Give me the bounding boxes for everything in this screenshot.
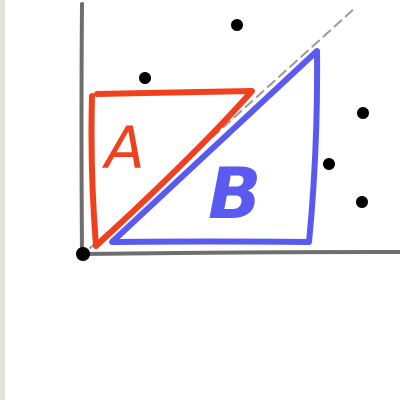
region-a-outline [88,88,255,249]
page-edge-strip [0,0,5,400]
scatter-point [323,158,335,170]
region-b-outline [109,48,321,245]
scatter-point [231,19,243,31]
region-a-label: A [101,114,145,182]
origin-point [76,247,90,261]
region-b-label: B [208,153,261,235]
x-axis [82,250,400,256]
scatter-point [357,107,369,119]
y-axis [79,2,84,255]
scatter-point [356,196,368,208]
scatter-point [139,72,151,84]
